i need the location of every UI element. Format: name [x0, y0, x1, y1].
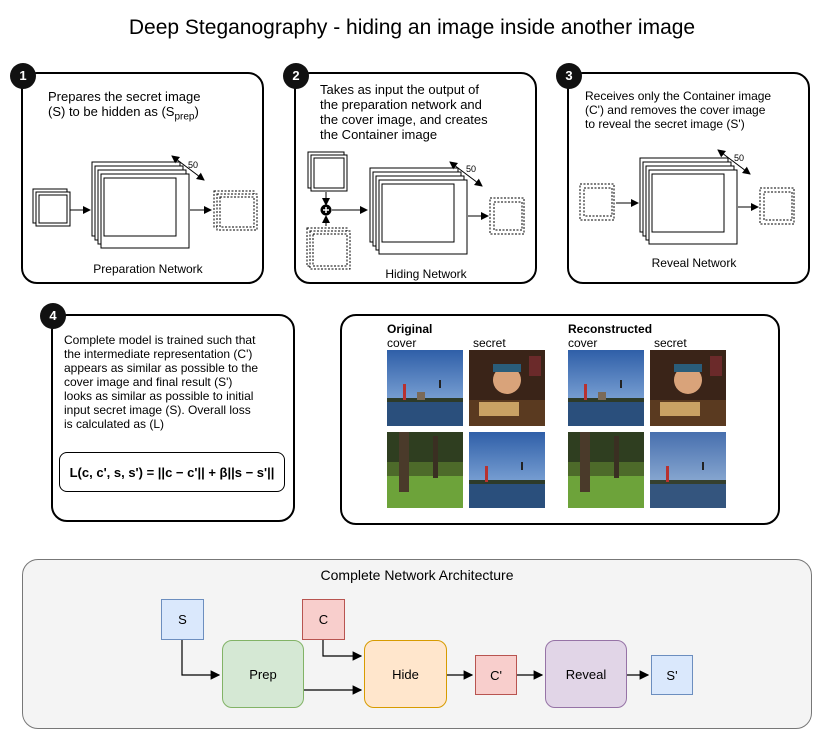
- original-secret-lake-image: [469, 432, 545, 508]
- arch-node-c: C: [302, 599, 345, 640]
- reconstructed-secret-label: secret: [654, 336, 687, 350]
- loss-panel: [51, 314, 295, 522]
- arch-node-s-prime: S': [651, 655, 693, 695]
- arch-node-hide: Hide: [364, 640, 447, 708]
- architecture-title: Complete Network Architecture: [320, 567, 514, 583]
- original-cover-label: cover: [387, 336, 417, 350]
- preparation-network-caption: Preparation Network: [93, 262, 203, 276]
- reconstructed-cover-lake-image: [568, 350, 644, 426]
- loss-equation: L(c, c', s, s') = ||c − c'|| + β||s − s'…: [59, 452, 285, 492]
- step-badge-4: 4: [40, 303, 66, 329]
- arch-node-s: S: [161, 599, 204, 640]
- reconstructed-heading: Reconstructed: [568, 322, 653, 336]
- step-badge-1: 1: [10, 63, 36, 89]
- arch-node-reveal: Reveal: [545, 640, 627, 708]
- preparation-description: Prepares the secret image (S) to be hidd…: [48, 89, 200, 125]
- original-cover-lake-image: [387, 350, 463, 426]
- reveal-network-caption: Reveal Network: [651, 256, 737, 270]
- original-secret-portrait-image: [469, 350, 545, 426]
- arch-node-prep: Prep: [222, 640, 304, 708]
- original-heading: Original: [387, 322, 433, 336]
- arch-node-c-prime: C': [475, 655, 517, 695]
- reconstructed-secret-lake-image: [650, 432, 726, 508]
- preparation-text-line-1: Prepares the secret image: [48, 89, 201, 104]
- original-cover-forest-image: [387, 432, 463, 508]
- reconstructed-cover-label: cover: [568, 336, 598, 350]
- reveal-description: Receives only the Container image(C') an…: [585, 89, 772, 131]
- reconstructed-secret-portrait-image: [650, 350, 726, 426]
- reconstructed-cover-forest-image: [568, 432, 644, 508]
- hiding-network-caption: Hiding Network: [385, 267, 467, 281]
- original-secret-label: secret: [473, 336, 506, 350]
- step-badge-3: 3: [556, 63, 582, 89]
- diagram-title: Deep Steganography - hiding an image ins…: [128, 16, 696, 39]
- preparation-text-line-2: (S) to be hidden as (Sprep): [48, 104, 199, 123]
- step-badge-2: 2: [283, 63, 309, 89]
